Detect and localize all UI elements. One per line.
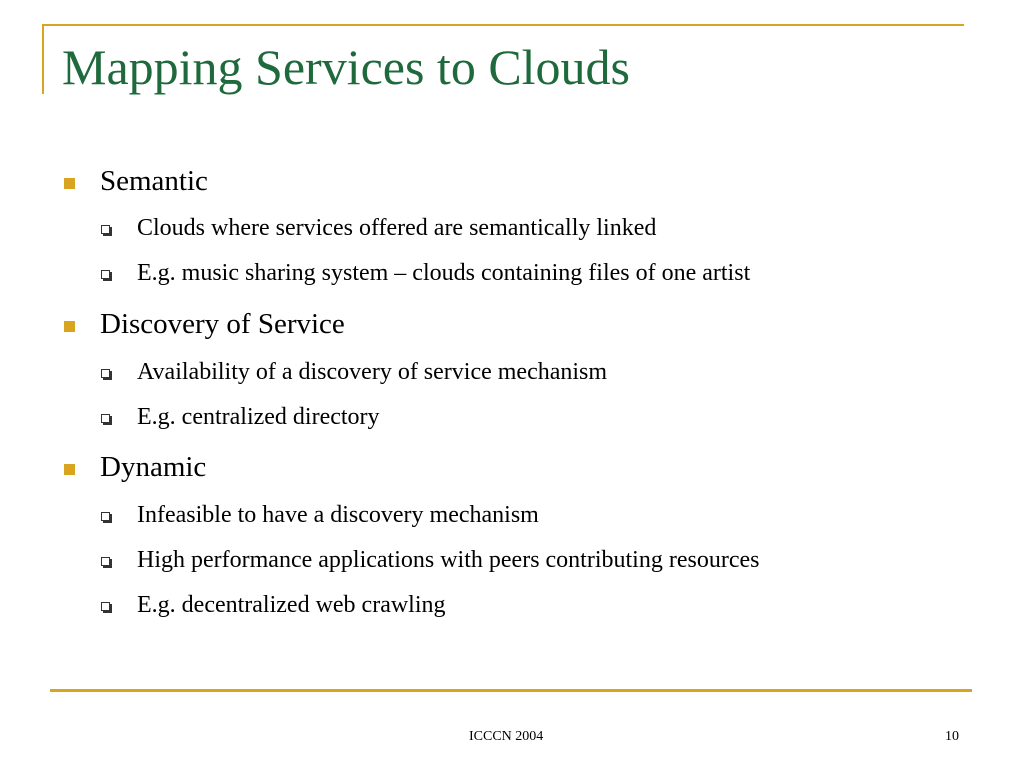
hollow-square-bullet-icon bbox=[101, 225, 110, 234]
sub-bullet: Availability of a discovery of service m… bbox=[137, 359, 608, 385]
square-bullet-icon bbox=[64, 321, 75, 332]
sub-bullet: Clouds where services offered are semant… bbox=[137, 215, 657, 241]
slide-frame-top-rule bbox=[42, 24, 964, 26]
footer-conference: ICCCN 2004 bbox=[469, 729, 544, 744]
sub-bullet: E.g. centralized directory bbox=[137, 404, 380, 430]
hollow-square-bullet-icon bbox=[101, 557, 110, 566]
slide-frame-left-rule bbox=[42, 24, 44, 94]
bullet-semantic: Semantic bbox=[100, 165, 208, 197]
sub-bullet: E.g. music sharing system – clouds conta… bbox=[137, 260, 751, 286]
hollow-square-bullet-icon bbox=[101, 369, 110, 378]
sub-bullet: High performance applications with peers… bbox=[137, 547, 760, 573]
slide-title: Mapping Services to Clouds bbox=[62, 39, 631, 95]
square-bullet-icon bbox=[64, 464, 75, 475]
bullet-dynamic: Dynamic bbox=[100, 451, 207, 483]
hollow-square-bullet-icon bbox=[101, 512, 110, 521]
sub-bullet: E.g. decentralized web crawling bbox=[137, 592, 446, 618]
square-bullet-icon bbox=[64, 178, 75, 189]
hollow-square-bullet-icon bbox=[101, 270, 110, 279]
footer-rule bbox=[50, 689, 972, 692]
hollow-square-bullet-icon bbox=[101, 414, 110, 423]
sub-bullet: Infeasible to have a discovery mechanism bbox=[137, 502, 539, 528]
bullet-discovery-of-service: Discovery of Service bbox=[100, 308, 345, 340]
hollow-square-bullet-icon bbox=[101, 602, 110, 611]
page-number: 10 bbox=[945, 729, 959, 744]
